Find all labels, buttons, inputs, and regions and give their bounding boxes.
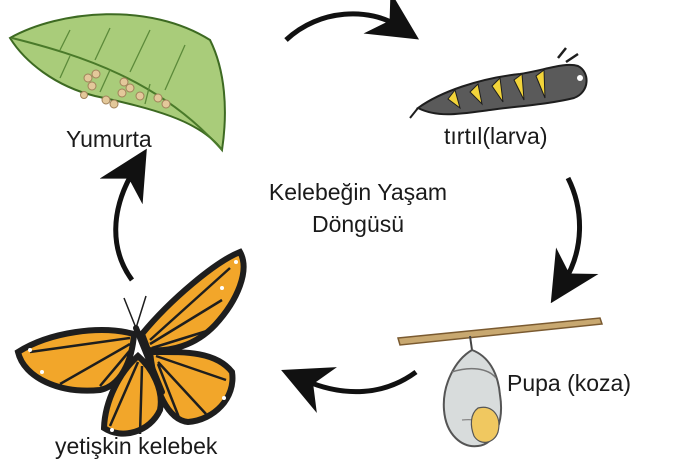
diagram-title: Kelebeğin Yaşam Döngüsü (228, 176, 488, 240)
arrow-egg-to-larva (286, 14, 398, 40)
label-egg: Yumurta (66, 126, 152, 153)
arrow-pupa-to-adult (304, 372, 416, 392)
arrow-adult-to-egg (116, 170, 134, 280)
label-larva: tırtıl(larva) (444, 123, 548, 150)
title-line-1: Kelebeğin Yaşam (228, 176, 488, 208)
arrow-larva-to-pupa (564, 178, 580, 282)
label-adult: yetişkin kelebek (55, 433, 217, 460)
label-pupa: Pupa (koza) (507, 370, 631, 397)
title-line-2: Döngüsü (228, 208, 488, 240)
caterpillar-image (410, 48, 587, 118)
